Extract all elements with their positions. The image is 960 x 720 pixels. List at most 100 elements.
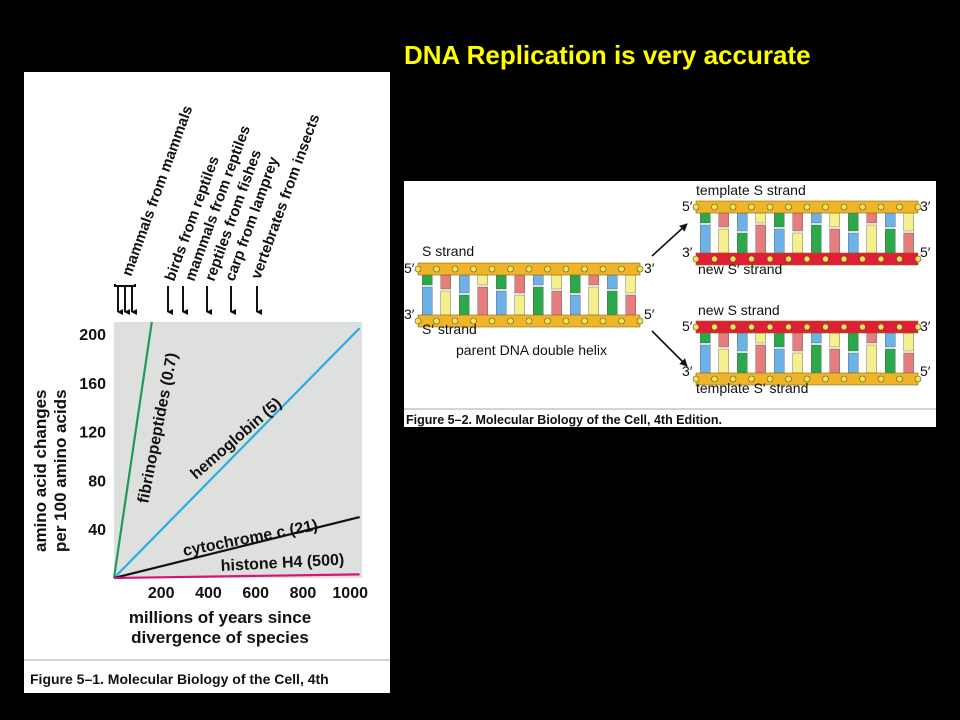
base [570,294,581,316]
phosphate [914,375,922,383]
base [625,274,636,294]
x-tick-label: 600 [242,585,269,602]
end-label: 3′ [920,318,931,334]
base [848,212,859,232]
end-label: 3′ [644,260,655,276]
phosphate [896,375,903,383]
dna-helices [414,200,922,386]
base [774,332,785,348]
end-label: 5′ [682,198,693,214]
phosphate [544,317,551,325]
figure2-caption: Figure 5–2. Molecular Biology of the Cel… [406,413,722,427]
phosphate [803,323,811,331]
phosphate [692,323,700,331]
phosphate [785,255,792,263]
base [866,212,877,224]
base [811,344,822,374]
base [829,228,840,254]
base [514,274,525,294]
phosphate [859,255,866,263]
base [607,290,618,316]
phosphate [599,265,607,273]
base [737,332,748,352]
phosphate [692,255,700,263]
base [755,344,766,374]
base [422,286,433,316]
end-label: 5′ [404,260,415,276]
base [811,212,822,224]
phosphate [785,375,792,383]
phosphate [711,203,718,211]
base [737,212,748,232]
template-s-prime-label: template S′ strand [696,380,808,396]
base [885,228,896,254]
parent-s-prime-strand-label: S′ strand [422,321,477,337]
phosphate [803,255,811,263]
base [792,232,803,254]
phosphate [840,375,848,383]
base [700,332,711,344]
phosphate [451,317,459,325]
phosphate [840,323,848,331]
end-label: 5′ [682,318,693,334]
phosphate [822,203,829,211]
base [496,274,507,290]
base [866,224,877,254]
phosphate [766,203,774,211]
base [718,228,729,254]
divergence-arrows [114,284,262,315]
y-axis-label-line2: per 100 amino acids [51,389,70,552]
parent-helix [414,262,644,328]
phosphate [840,255,848,263]
phosphate [711,375,718,383]
base [533,274,544,286]
phosphate [822,375,829,383]
base [459,274,470,294]
phosphate [711,255,718,263]
base [459,294,470,316]
end-label: 3′ [682,244,693,260]
base [440,290,451,316]
phosphate [414,317,422,325]
base [588,286,599,316]
end-label: 5′ [920,244,931,260]
phosphate [766,255,774,263]
phosphate [433,265,440,273]
daughter-helix-bottom [692,320,922,386]
base [755,212,766,224]
base [774,348,785,374]
phosphate [896,203,903,211]
base [903,212,914,232]
base [625,294,636,316]
phosphate [711,323,718,331]
base [848,332,859,352]
phosphate [914,203,922,211]
slide-title: DNA Replication is very accurate [404,40,811,70]
base [811,332,822,344]
template-s-label: template S strand [696,182,806,198]
phosphate [488,265,496,273]
base [866,344,877,374]
x-tick-label: 200 [148,585,175,602]
parent-dna-label: parent DNA double helix [456,342,607,358]
phosphate [451,265,459,273]
base [607,274,618,290]
phosphate [525,265,533,273]
base [848,232,859,254]
phosphate [507,265,514,273]
phosphate [618,265,625,273]
phosphate [748,375,755,383]
base [755,332,766,344]
phosphate [618,317,625,325]
phosphate [766,323,774,331]
phosphate [636,265,644,273]
phosphate [877,255,885,263]
replication-arrow-top [651,223,688,257]
phosphate [859,375,866,383]
base [440,274,451,290]
base [811,224,822,254]
base [774,212,785,228]
phosphate [544,265,551,273]
base [903,232,914,254]
phosphate [729,203,737,211]
